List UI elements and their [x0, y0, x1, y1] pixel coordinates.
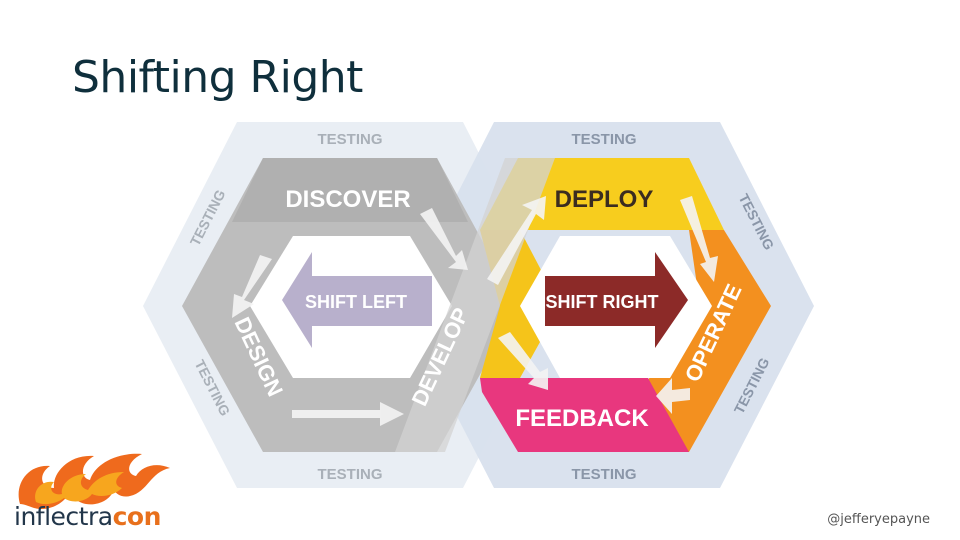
arrow-down-left: [232, 255, 272, 318]
twitter-handle: @jefferyepayne: [827, 512, 930, 527]
testing-label-right-top: TESTING: [571, 131, 636, 148]
arrow-up-discover: [420, 208, 468, 270]
discover-band: [232, 158, 468, 222]
wordmark-accent: con: [112, 502, 162, 531]
shift-right-arrow: [545, 252, 688, 348]
feedback-segment: [480, 378, 689, 452]
shift-left-arrow: [282, 252, 432, 348]
shift-right-label: SHIFT RIGHT: [546, 292, 659, 312]
develop-band: [395, 158, 555, 452]
arrow-left-feedback: [656, 378, 690, 414]
arrow-down-operate: [680, 196, 718, 282]
inflectracon-wordmark: inflectracon: [14, 502, 161, 531]
arrow-down-feedback: [498, 332, 548, 390]
slide-title: Shifting Right: [72, 52, 363, 103]
testing-label-right-bottom: TESTING: [571, 466, 636, 483]
flow-arrows: [232, 196, 718, 426]
shift-left-label: SHIFT LEFT: [305, 292, 407, 312]
arrow-up-deploy: [487, 196, 546, 285]
testing-label-left-top: TESTING: [317, 131, 382, 148]
deploy-label: DEPLOY: [555, 186, 654, 213]
wordmark-main: inflectra: [14, 502, 113, 531]
testing-label-left-bottom: TESTING: [317, 466, 382, 483]
discover-label: DISCOVER: [285, 186, 410, 213]
feedback-label: FEEDBACK: [515, 405, 649, 432]
arrow-right-bottom: [292, 402, 404, 426]
inflectra-flame-logo: [18, 453, 170, 510]
flame-inner: [35, 472, 124, 505]
